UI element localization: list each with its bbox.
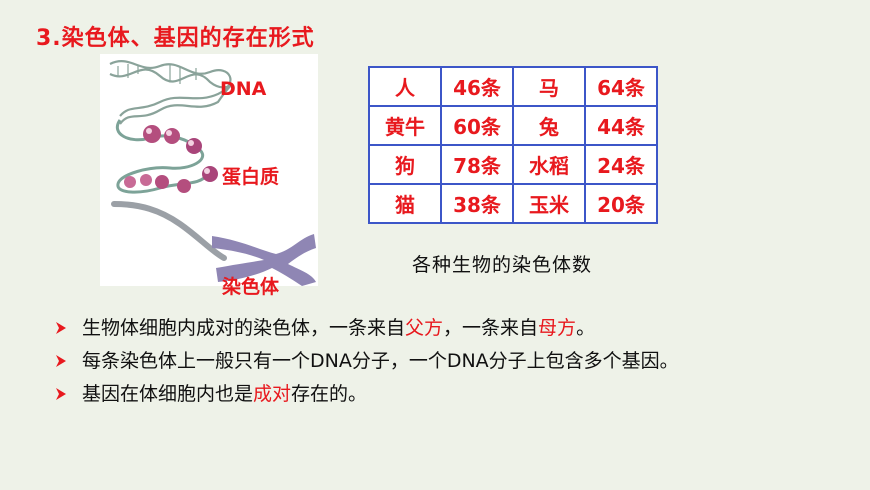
- chromosome-count-table: 人 46条 马 64条 黄牛 60条 兔 44条 狗 78条 水稻 24条 猫 …: [368, 66, 658, 224]
- chromosome-label: 染色体: [222, 276, 280, 298]
- dna-label: DNA: [220, 78, 267, 100]
- bullet-text-part: 存在的。: [291, 383, 368, 405]
- bullet-text: 生物体细胞内成对的染色体，一条来自父方，一条来自母方。: [82, 314, 844, 343]
- bullet-item: 基因在体细胞内也是成对存在的。: [54, 380, 844, 409]
- organism-cell: 水稻: [512, 144, 586, 185]
- bullet-item: 每条染色体上一般只有一个DNA分子，一个DNA分子上包含多个基因。: [54, 347, 844, 376]
- chromosome-x: [212, 234, 316, 286]
- highlight-mother: 母方: [538, 317, 577, 339]
- organism-cell: 兔: [512, 105, 586, 146]
- bullet-text-part: 生物体细胞内成对的染色体，一条来自: [82, 317, 406, 339]
- count-cell: 60条: [440, 105, 514, 146]
- table-caption: 各种生物的染色体数: [412, 254, 593, 276]
- table-row: 狗 78条 水稻 24条: [368, 144, 658, 185]
- count-cell: 38条: [440, 183, 514, 224]
- organism-cell: 猫: [368, 183, 442, 224]
- arrow-right-icon: [56, 355, 66, 367]
- chromosome-structure-figure: [100, 54, 318, 286]
- bullet-text: 每条染色体上一般只有一个DNA分子，一个DNA分子上包含多个基因。: [82, 350, 679, 372]
- organism-cell: 玉米: [512, 183, 586, 224]
- organism-cell: 人: [368, 66, 442, 107]
- count-cell: 24条: [584, 144, 658, 185]
- bullet-text: 基因在体细胞内也是成对存在的。: [82, 380, 844, 409]
- highlight-paired: 成对: [253, 383, 292, 405]
- organism-cell: 黄牛: [368, 105, 442, 146]
- bullet-item: 生物体细胞内成对的染色体，一条来自父方，一条来自母方。: [54, 314, 844, 343]
- bullet-list: 生物体细胞内成对的染色体，一条来自父方，一条来自母方。 每条染色体上一般只有一个…: [54, 314, 844, 413]
- count-cell: 44条: [584, 105, 658, 146]
- count-cell: 20条: [584, 183, 658, 224]
- protein-label: 蛋白质: [222, 166, 280, 188]
- table-row: 猫 38条 玉米 20条: [368, 183, 658, 224]
- arrow-right-icon: [56, 388, 66, 400]
- organism-cell: 马: [512, 66, 586, 107]
- bullet-text-part: ，一条来自: [443, 317, 539, 339]
- organism-cell: 狗: [368, 144, 442, 185]
- dna-helix: [109, 60, 232, 125]
- table-row: 人 46条 马 64条: [368, 66, 658, 107]
- table-row: 黄牛 60条 兔 44条: [368, 105, 658, 146]
- count-cell: 64条: [584, 66, 658, 107]
- chromosome-illustration: [109, 60, 316, 286]
- count-cell: 78条: [440, 144, 514, 185]
- bullet-text-part: 。: [576, 317, 596, 339]
- bullet-text-part: 基因在体细胞内也是: [82, 383, 254, 405]
- page-title: 3.染色体、基因的存在形式: [36, 26, 315, 51]
- highlight-father: 父方: [405, 317, 444, 339]
- histone-beads: [124, 125, 218, 193]
- chromatin-fiber: [111, 201, 227, 261]
- arrow-right-icon: [56, 322, 66, 334]
- count-cell: 46条: [440, 66, 514, 107]
